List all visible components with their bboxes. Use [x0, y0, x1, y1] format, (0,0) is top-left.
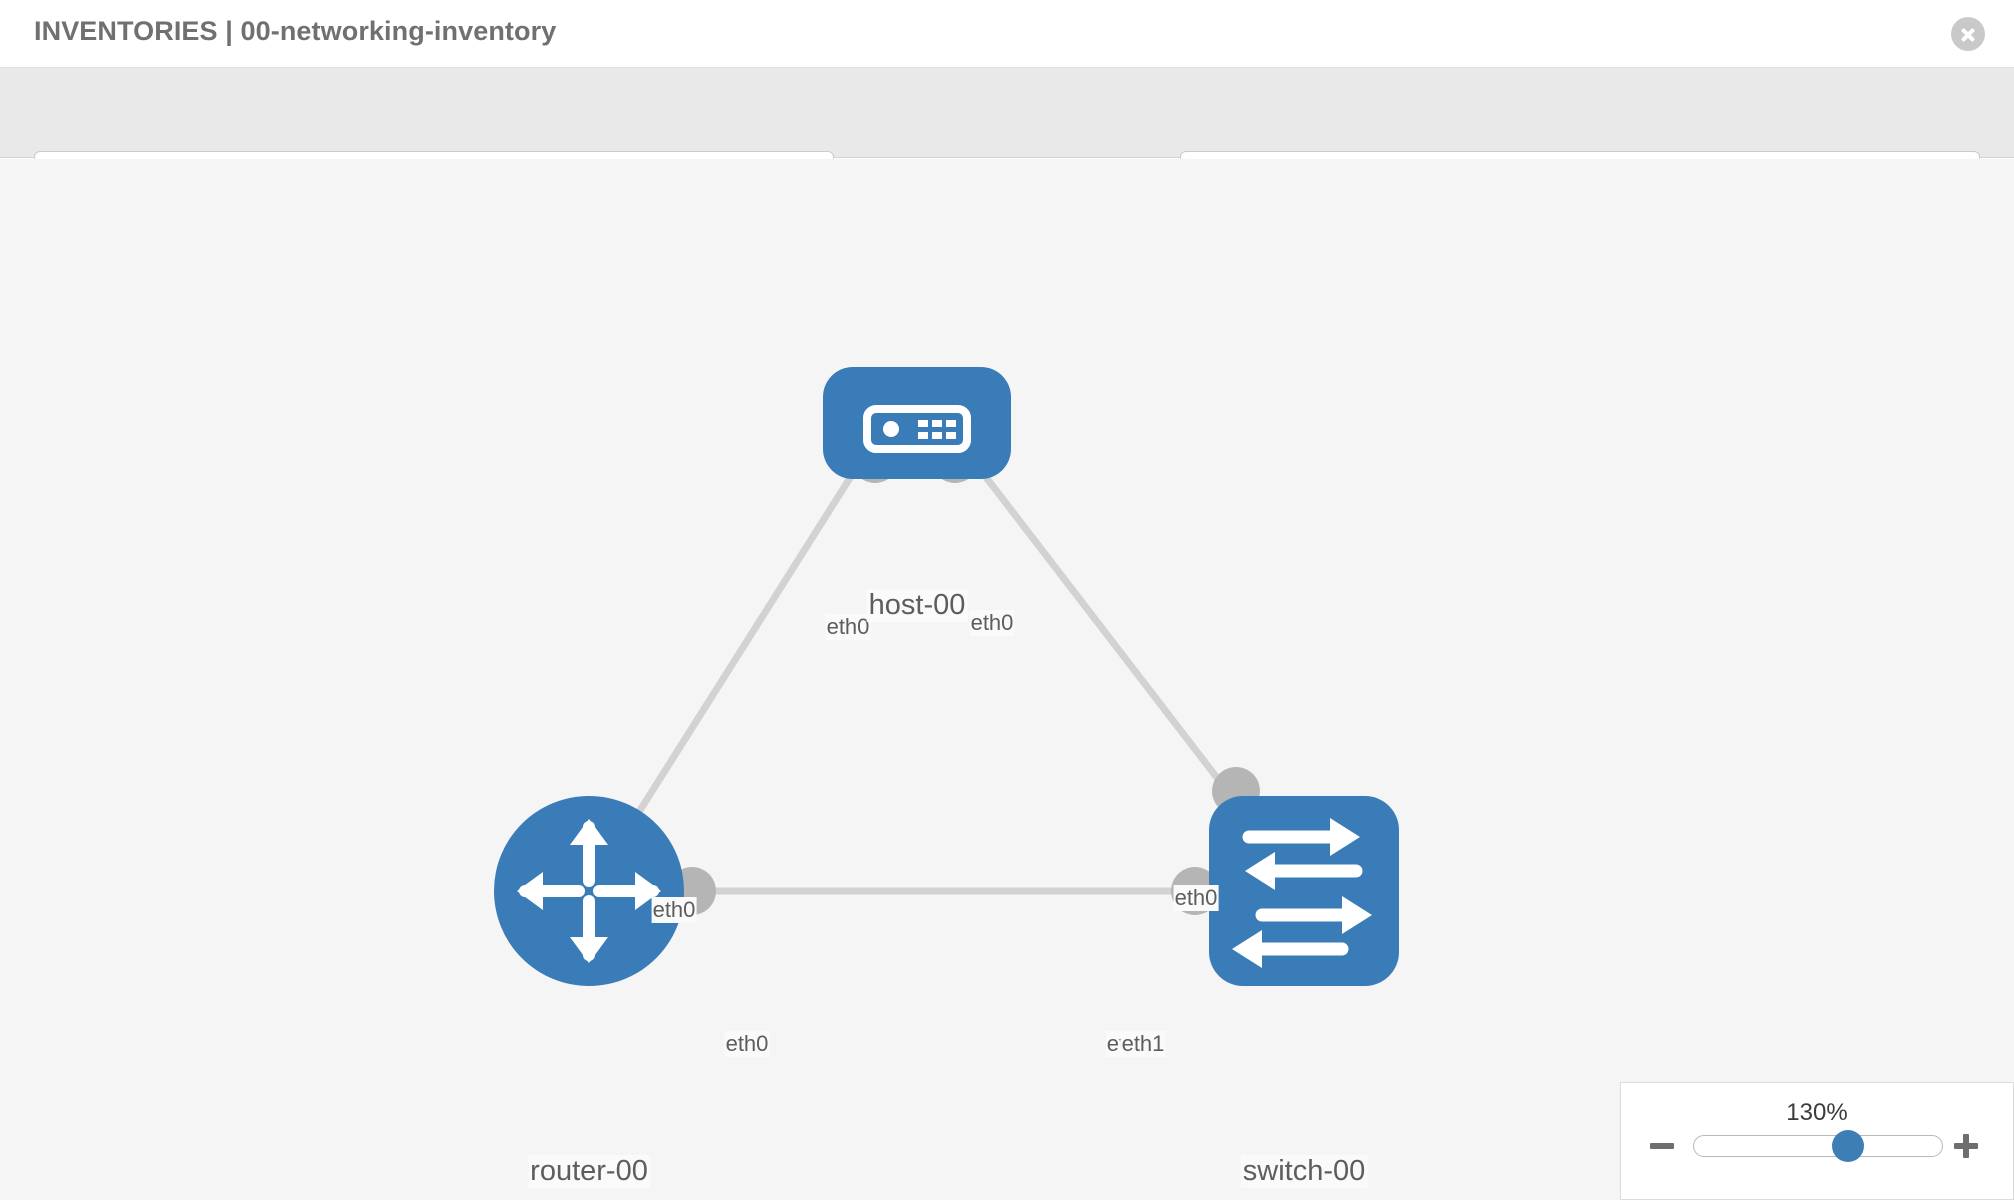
link-group: [586, 456, 1307, 895]
zoom-slider[interactable]: [1693, 1130, 1943, 1162]
interface-label: eth1: [1120, 1031, 1166, 1057]
zoom-control-panel: 130%: [1620, 1082, 2014, 1200]
page-title: INVENTORIES | 00-networking-inventory: [34, 16, 557, 46]
interface-label: eth0: [969, 610, 1015, 636]
interface-label: eth0: [825, 614, 871, 640]
zoom-slider-thumb[interactable]: [1831, 1130, 1864, 1162]
interface-label: eth0: [724, 1031, 770, 1057]
node-host-00[interactable]: [823, 367, 1011, 479]
interface-label: eth0: [651, 897, 697, 923]
interface-label: eth0: [1173, 885, 1219, 911]
page-header: INVENTORIES | 00-networking-inventory: [0, 0, 2014, 68]
node-label-router-00: router-00: [528, 1155, 650, 1188]
topology-canvas[interactable]: eth0 eth0 eth0 eth0 eth0 eth eth1 host-0…: [0, 159, 2014, 1200]
interface-dot-group: [668, 435, 1260, 915]
node-label-host-00: host-00: [866, 589, 968, 622]
toolbar: ACTIONS SEARCH: [0, 68, 2014, 203]
close-icon[interactable]: [1951, 17, 1985, 51]
zoom-in-button[interactable]: [1951, 1131, 1981, 1161]
node-switch-00[interactable]: [1209, 796, 1399, 986]
zoom-out-button[interactable]: [1647, 1131, 1677, 1161]
node-label-switch-00: switch-00: [1240, 1155, 1368, 1188]
topology-graph: [494, 367, 1399, 986]
node-router-00[interactable]: [494, 796, 684, 986]
zoom-level-value: 130%: [1786, 1099, 1848, 1126]
